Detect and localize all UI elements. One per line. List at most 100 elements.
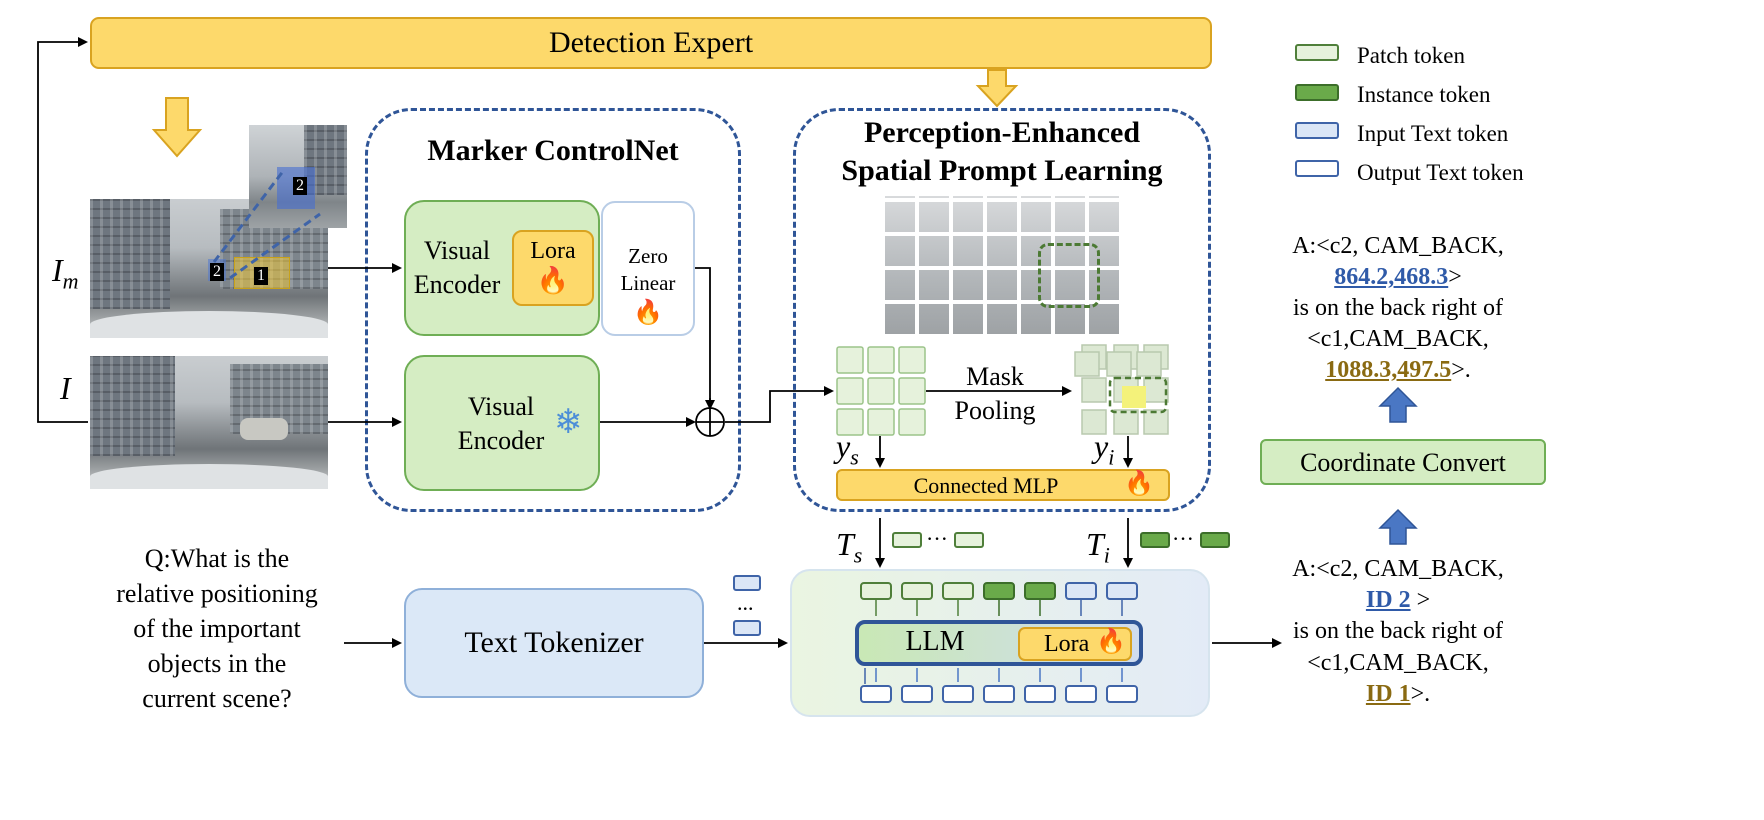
legend-swatch-input-text xyxy=(1295,122,1339,139)
patch-grid-svg xyxy=(836,346,926,436)
encoder-lora-label: Lora xyxy=(530,238,576,264)
visual-encoder-frozen-box xyxy=(404,355,600,491)
ys-label: ys xyxy=(836,428,859,470)
yi-symbol: y xyxy=(1094,428,1109,464)
legend-label-patch: Patch token xyxy=(1357,43,1465,68)
llm-token-rows xyxy=(860,582,1138,703)
legend-label-instance: Instance token xyxy=(1357,82,1491,107)
spatial-title-line-1: Perception-Enhanced xyxy=(863,116,1141,149)
answer-bottom-id-1-suffix: >. xyxy=(1410,681,1431,707)
answer-top-coord-1: 864.2,468.3 xyxy=(1334,264,1449,290)
legend-label-output-text: Output Text token xyxy=(1357,160,1524,185)
original-image xyxy=(90,356,328,489)
ys-subscript: s xyxy=(850,444,859,470)
answer-top-line-2: 864.2,468.3> xyxy=(1260,264,1536,291)
patch-image xyxy=(885,196,1123,334)
instance-region xyxy=(1038,243,1100,308)
answer-bottom-id-2: ID 2 xyxy=(1365,587,1411,613)
patch-token xyxy=(892,532,922,548)
zero-linear-line-2: Linear xyxy=(620,271,676,295)
question-line-4: objects in the xyxy=(147,649,287,678)
legend-swatch-instance xyxy=(1295,84,1339,101)
detection-expert-label: Detection Expert xyxy=(548,26,754,59)
ts-subscript: s xyxy=(853,542,863,568)
answer-bottom-line-4: <c1,CAM_BACK, xyxy=(1307,650,1489,676)
patch-token xyxy=(954,532,984,548)
answer-top-line-3: is on the back right of xyxy=(1293,295,1503,321)
input-im-label: Im xyxy=(52,252,79,294)
visual-encoder-1-line-2: Encoder xyxy=(413,270,501,299)
connected-mlp-box xyxy=(836,469,1170,501)
encoder-lora-box xyxy=(512,230,594,306)
legend-swatch-output-text xyxy=(1295,160,1339,177)
answer-top-coord-2: 1088.3,497.5 xyxy=(1325,357,1452,383)
question-line-3: of the important xyxy=(133,614,301,643)
coordinate-convert-box xyxy=(1260,439,1546,485)
visual-encoder-1-line-1: Visual xyxy=(423,236,491,265)
spatial-title-line-2: Spatial Prompt Learning xyxy=(841,154,1163,187)
answer-top-line-1: A:<c2, CAM_BACK, xyxy=(1292,233,1504,259)
ts-symbol: T xyxy=(836,526,854,562)
token-vdots: ... xyxy=(737,590,754,615)
input-im-subscript: m xyxy=(62,268,79,294)
legend-swatch-patch xyxy=(1295,44,1339,61)
answer-bottom-line-1: A:<c2, CAM_BACK, xyxy=(1292,556,1504,582)
token-dots: ··· xyxy=(1172,526,1194,551)
input-i-label: I xyxy=(60,370,71,406)
ti-subscript: i xyxy=(1103,542,1110,568)
answer-bottom-id-2-suffix: > xyxy=(1410,587,1431,613)
answer-top-coord-2-suffix: >. xyxy=(1451,357,1471,383)
text-tokenizer-label: Text Tokenizer xyxy=(464,626,644,659)
answer-top-line-5: 1088.3,497.5>. xyxy=(1260,357,1536,384)
instance-token xyxy=(1140,532,1170,548)
question-line-1: Q:What is the xyxy=(144,544,290,573)
ti-symbol: T xyxy=(1086,526,1104,562)
fire-icon: 🔥 xyxy=(633,300,663,326)
answer-top-line-4: <c1,CAM_BACK, xyxy=(1307,326,1489,352)
zoom-marker-label-2: 2 xyxy=(293,177,307,195)
patch-token-grid xyxy=(836,346,926,436)
answer-bottom-line-5: ID 1>. xyxy=(1260,681,1536,708)
answer-bottom-line-3: is on the back right of xyxy=(1293,618,1503,644)
connected-mlp-label: Connected MLP xyxy=(913,473,1059,498)
yi-label: yi xyxy=(1094,428,1114,470)
marker-label-1: 1 xyxy=(254,267,268,285)
spatial-prompt-region xyxy=(793,108,1211,512)
llm-label: LLM xyxy=(905,626,965,657)
input-text-token xyxy=(733,575,761,591)
ys-symbol: y xyxy=(836,428,851,464)
pooled-token-grid xyxy=(1074,344,1170,438)
llm-lora-label: Lora xyxy=(1044,631,1090,657)
fire-icon: 🔥 xyxy=(536,266,570,295)
coordinate-convert-label: Coordinate Convert xyxy=(1300,448,1506,477)
visual-encoder-2-line-2: Encoder xyxy=(457,426,545,455)
zoomed-marked-image: 2 xyxy=(249,125,347,228)
mask-pooling-line-2: Pooling xyxy=(954,396,1036,425)
yi-subscript: i xyxy=(1108,444,1115,470)
ts-label: Ts xyxy=(836,526,862,568)
legend-label-input-text: Input Text token xyxy=(1357,121,1509,146)
fire-icon: 🔥 xyxy=(1124,471,1154,497)
pooled-grid-svg xyxy=(1074,344,1169,435)
input-im-symbol: I xyxy=(52,252,63,288)
question-line-2: relative positioning xyxy=(116,579,318,608)
instance-token xyxy=(1200,532,1230,548)
mask-pooling-line-1: Mask xyxy=(966,362,1024,391)
input-text-token xyxy=(733,620,761,636)
answer-top-coord-1-suffix: > xyxy=(1448,264,1462,290)
detection-expert-bar xyxy=(90,17,1212,69)
question-line-5: current scene? xyxy=(142,684,292,713)
answer-bottom-line-2: ID 2 > xyxy=(1260,587,1536,614)
token-dots: ··· xyxy=(926,526,948,551)
llm-lora-box xyxy=(1018,627,1132,661)
marker-label-2: 2 xyxy=(210,263,224,281)
ti-label: Ti xyxy=(1086,526,1110,568)
marker-controlnet-title: Marker ControlNet xyxy=(427,134,679,167)
text-tokenizer-box xyxy=(404,588,704,698)
zero-linear-box xyxy=(601,201,695,336)
fire-icon: 🔥 xyxy=(1096,629,1126,655)
zero-linear-line-1: Zero xyxy=(628,244,668,268)
snowflake-icon: ❄ xyxy=(554,404,583,441)
visual-encoder-2-line-1: Visual xyxy=(467,392,535,421)
